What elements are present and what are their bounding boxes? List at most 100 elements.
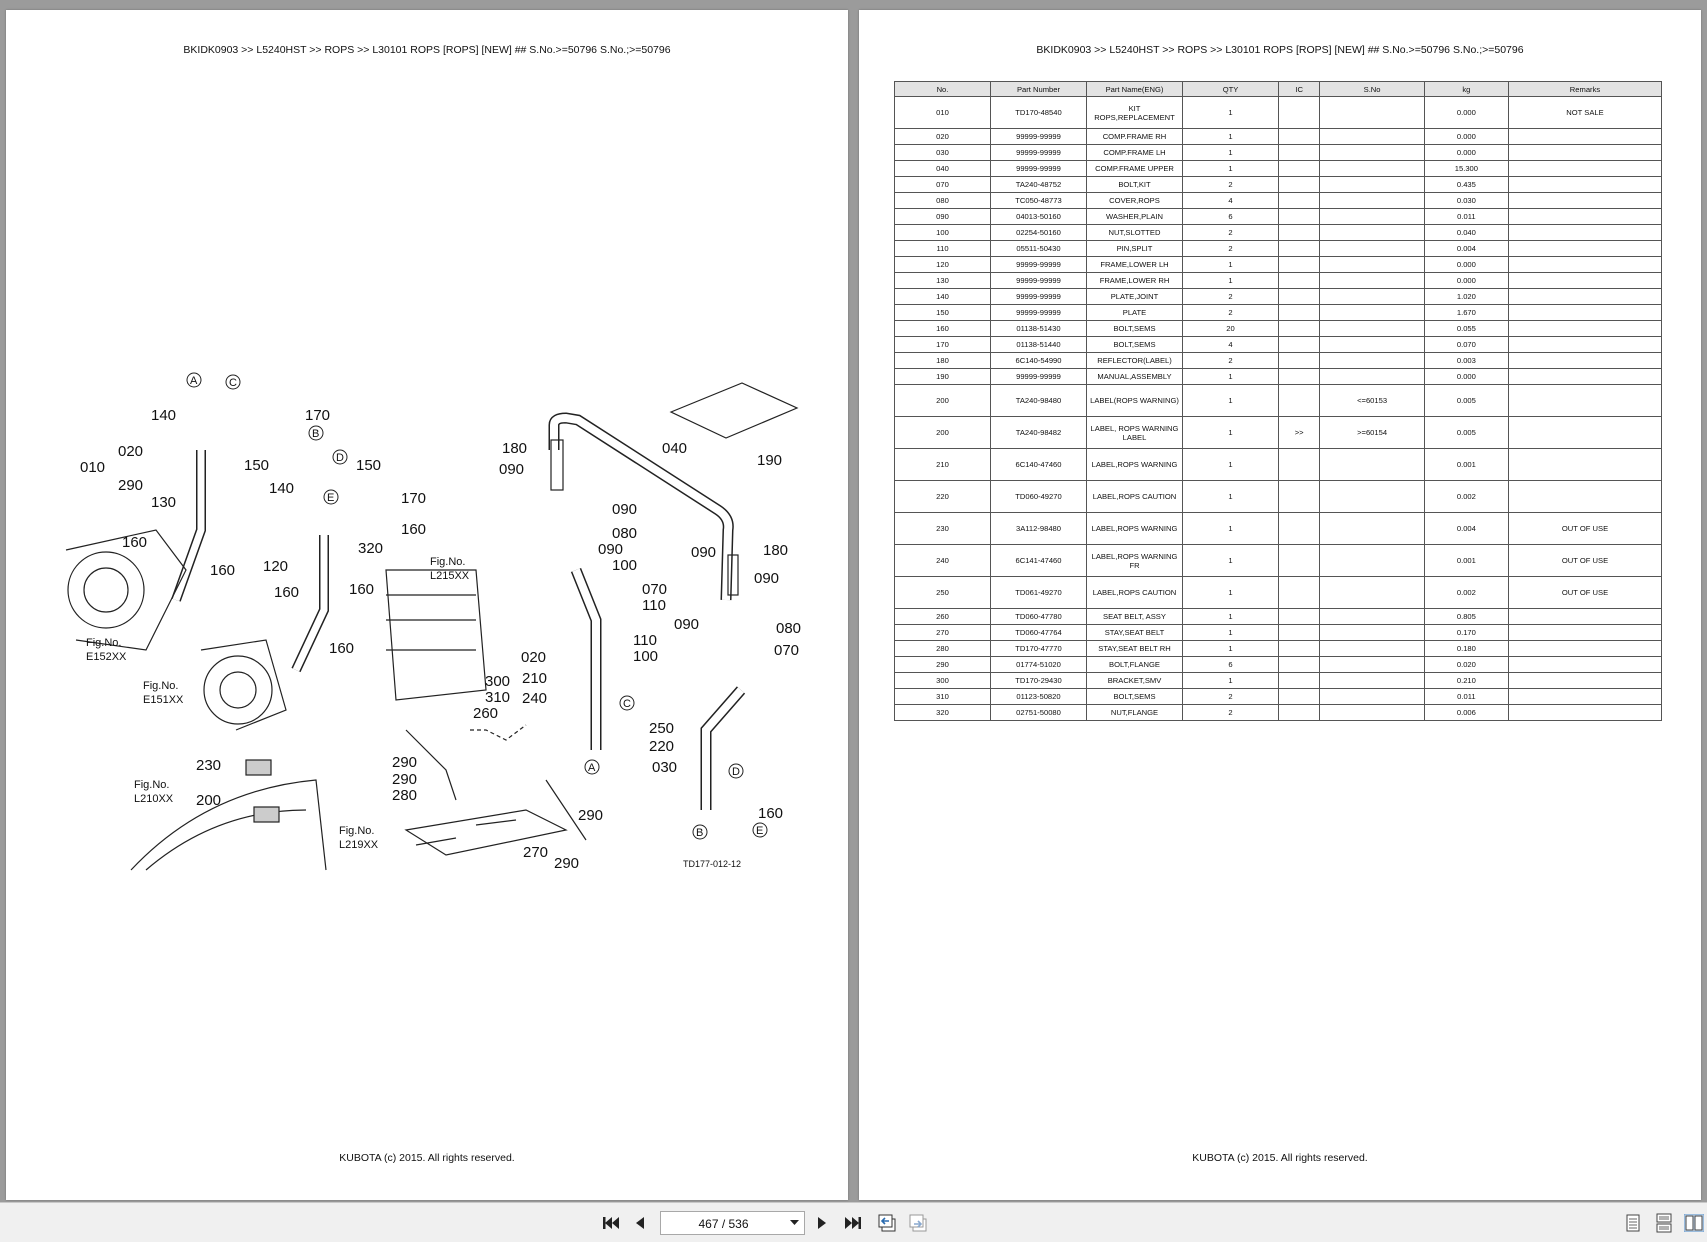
cell-name: COMP.FRAME UPPER — [1086, 160, 1183, 177]
svg-text:290: 290 — [392, 754, 417, 771]
svg-text:180: 180 — [763, 542, 788, 559]
continuous-page-icon[interactable] — [1654, 1213, 1674, 1233]
cell-pn: TD060-47780 — [990, 608, 1087, 625]
cell-kg: 0.180 — [1423, 640, 1510, 657]
cell-ic — [1277, 240, 1321, 257]
cell-name: BOLT,KIT — [1086, 176, 1183, 193]
cell-qty: 1 — [1182, 368, 1279, 385]
cell-pn: 99999-99999 — [990, 128, 1087, 145]
svg-text:160: 160 — [758, 805, 783, 822]
cell-ic — [1277, 448, 1321, 481]
cell-sno — [1319, 336, 1425, 353]
svg-text:260: 260 — [473, 705, 498, 722]
svg-text:150: 150 — [244, 457, 269, 474]
cell-name: PIN,SPLIT — [1086, 240, 1183, 257]
cell-sno — [1319, 176, 1425, 193]
cell-sno — [1319, 192, 1425, 209]
svg-text:160: 160 — [401, 521, 426, 538]
column-header: Part Name(ENG) — [1086, 81, 1183, 97]
cell-pn: 01138-51440 — [990, 336, 1087, 353]
cell-kg: 0.003 — [1423, 352, 1510, 369]
table-header-row: No. Part Number Part Name(ENG) QTY IC S.… — [894, 81, 1662, 97]
next-view-icon[interactable] — [908, 1213, 930, 1233]
cell-pn: 04013-50160 — [990, 208, 1087, 225]
cell-qty: 4 — [1182, 192, 1279, 209]
svg-text:Fig.No.: Fig.No. — [134, 779, 169, 791]
cell-no: 150 — [894, 304, 991, 321]
cell-kg: 0.020 — [1423, 656, 1510, 673]
cell-sno — [1319, 128, 1425, 145]
cell-remarks — [1508, 208, 1662, 225]
next-page-icon[interactable] — [812, 1213, 832, 1233]
cell-remarks — [1508, 704, 1662, 721]
cell-ic — [1277, 320, 1321, 337]
cell-name: LABEL,ROPS WARNING — [1086, 512, 1183, 545]
cell-ic — [1277, 368, 1321, 385]
svg-text:090: 090 — [598, 541, 623, 558]
cell-pn: 01123-50820 — [990, 688, 1087, 705]
svg-text:040: 040 — [662, 440, 687, 457]
cell-sno — [1319, 624, 1425, 641]
cell-no: 290 — [894, 656, 991, 673]
cell-qty: 6 — [1182, 656, 1279, 673]
cell-remarks — [1508, 192, 1662, 209]
page-header: BKIDK0903 >> L5240HST >> ROPS >> L30101 … — [1036, 44, 1524, 56]
cell-pn: TD170-48540 — [990, 96, 1087, 129]
svg-text:240: 240 — [522, 690, 547, 707]
svg-text:A: A — [588, 762, 596, 774]
cell-qty: 2 — [1182, 288, 1279, 305]
cell-no: 310 — [894, 688, 991, 705]
svg-text:270: 270 — [523, 844, 548, 861]
cell-remarks — [1508, 128, 1662, 145]
cell-no: 280 — [894, 640, 991, 657]
previous-page-icon[interactable] — [630, 1213, 650, 1233]
cell-name: REFLECTOR(LABEL) — [1086, 352, 1183, 369]
cell-sno — [1319, 160, 1425, 177]
svg-text:070: 070 — [642, 581, 667, 598]
facing-pages-icon[interactable] — [1684, 1213, 1704, 1233]
cell-remarks — [1508, 224, 1662, 241]
cell-sno — [1319, 512, 1425, 545]
page-number-selector[interactable]: 467 / 536 — [660, 1211, 805, 1235]
last-page-icon[interactable] — [843, 1213, 863, 1233]
cell-no: 020 — [894, 128, 991, 145]
previous-view-icon[interactable] — [877, 1213, 899, 1233]
cell-pn: 99999-99999 — [990, 144, 1087, 161]
figure-references: Fig.No. E152XX Fig.No. E151XX Fig.No. L2… — [86, 556, 470, 851]
single-page-icon[interactable] — [1623, 1213, 1643, 1233]
cell-remarks — [1508, 336, 1662, 353]
cell-ic: >> — [1277, 416, 1321, 449]
page-number-value[interactable]: 467 / 536 — [698, 1217, 749, 1231]
chevron-down-icon[interactable] — [790, 1220, 799, 1226]
cell-pn: 99999-99999 — [990, 304, 1087, 321]
cell-no: 260 — [894, 608, 991, 625]
cell-no: 210 — [894, 448, 991, 481]
cell-pn: TD060-47764 — [990, 624, 1087, 641]
column-header: Part Number — [990, 81, 1087, 97]
column-header: QTY — [1182, 81, 1279, 97]
svg-text:090: 090 — [691, 544, 716, 561]
cell-no: 070 — [894, 176, 991, 193]
cell-ic — [1277, 256, 1321, 273]
first-page-icon[interactable] — [601, 1213, 621, 1233]
cell-pn: 99999-99999 — [990, 272, 1087, 289]
svg-text:290: 290 — [554, 855, 579, 872]
cell-pn: 01138-51430 — [990, 320, 1087, 337]
cell-ic — [1277, 128, 1321, 145]
svg-text:190: 190 — [757, 452, 782, 469]
svg-text:200: 200 — [196, 792, 221, 809]
cell-sno — [1319, 240, 1425, 257]
cell-no: 140 — [894, 288, 991, 305]
cell-pn: 99999-99999 — [990, 256, 1087, 273]
cell-sno: <=60153 — [1319, 384, 1425, 417]
cell-remarks — [1508, 352, 1662, 369]
svg-text:320: 320 — [358, 540, 383, 557]
cell-name: LABEL, ROPS WARNING LABEL — [1086, 416, 1183, 449]
cell-sno — [1319, 448, 1425, 481]
svg-text:A: A — [190, 375, 198, 387]
